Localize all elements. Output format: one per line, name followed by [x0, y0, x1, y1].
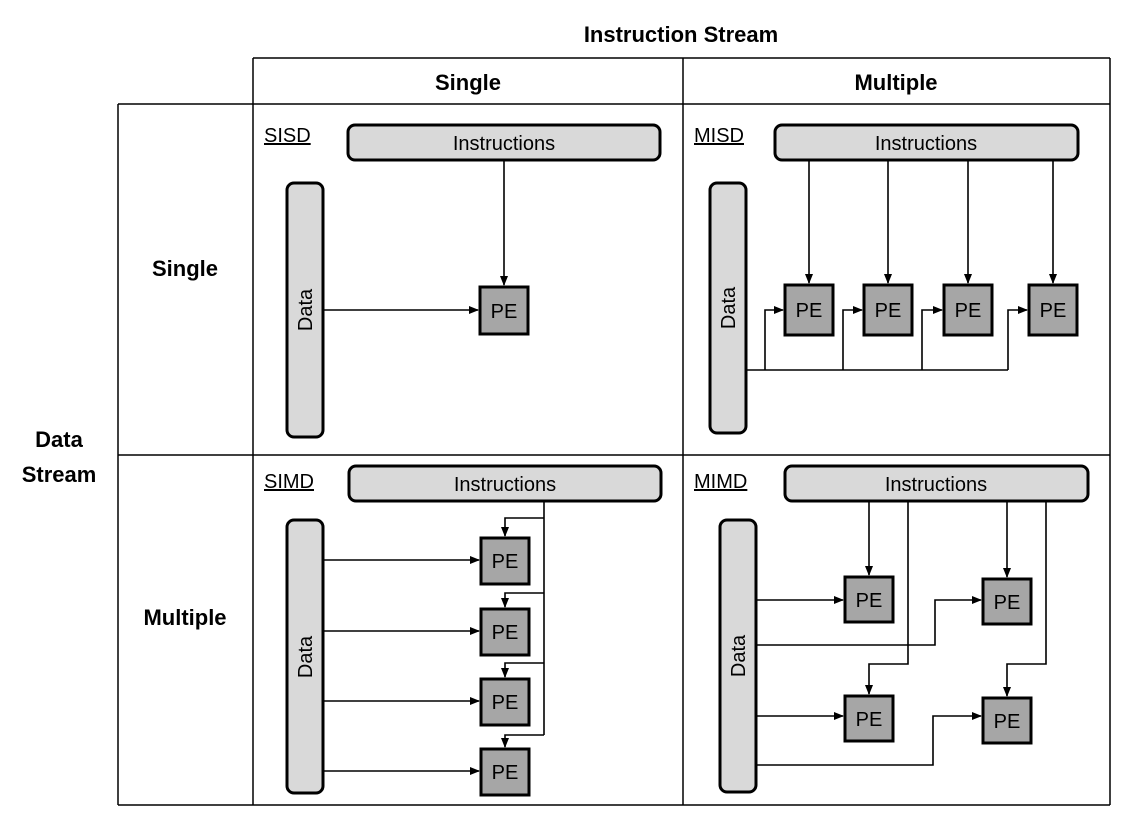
mimd-pe-2-label: PE [994, 592, 1021, 614]
mimd-pe-3 [843, 694, 895, 743]
misd-instructions-label: Instructions [875, 133, 977, 155]
mimd-pe-4 [981, 696, 1033, 745]
misd-data-arrow-1 [764, 306, 784, 370]
data-stream-title-line2: Stream [22, 462, 97, 487]
misd-data-bar [708, 181, 748, 435]
misd-pe-3 [942, 283, 994, 337]
misd-pe-4 [1027, 283, 1079, 337]
misd-pe-2 [862, 283, 914, 337]
mimd-instruction-arrow-4 [1003, 501, 1047, 697]
misd-pe-1 [783, 283, 835, 337]
mimd-pe-1-label: PE [856, 590, 883, 612]
mimd-data-arrow-2 [756, 596, 982, 646]
misd-instructions-box [773, 123, 1080, 162]
misd-data-arrow-2 [842, 306, 863, 370]
simd-data-label: Data [295, 635, 317, 678]
column-header-single: Single [435, 70, 501, 95]
sisd-pe-label: PE [491, 301, 518, 323]
simd-label: SIMD [264, 471, 314, 493]
sisd-pe [478, 285, 530, 336]
mimd-quadrant: MIMD Instructions Data PE PE PE PE [694, 464, 1090, 794]
mimd-pe-1 [843, 575, 895, 624]
simd-pe-3-label: PE [492, 692, 519, 714]
sisd-instructions-label: Instructions [453, 133, 555, 155]
mimd-pe-4-label: PE [994, 711, 1021, 733]
simd-instruction-arrow-4 [501, 734, 544, 748]
misd-label: MISD [694, 125, 744, 147]
table-grid [117, 57, 1111, 806]
simd-pe-4-label: PE [492, 762, 519, 784]
misd-pe-3-label: PE [955, 300, 982, 322]
mimd-data-bar [718, 518, 758, 794]
mimd-data-arrow-4 [756, 712, 982, 766]
sisd-quadrant: SISD Instructions Data PE [264, 123, 662, 439]
data-stream-title-line1: Data [35, 427, 83, 452]
misd-data-label: Data [718, 286, 740, 329]
simd-instruction-arrow-2 [501, 592, 544, 608]
mimd-instructions-label: Instructions [885, 474, 987, 496]
instruction-stream-title: Instruction Stream [584, 22, 778, 47]
simd-instructions-box [347, 464, 663, 503]
row-header-single: Single [152, 256, 218, 281]
mimd-pe-3-label: PE [856, 709, 883, 731]
misd-pe-1-label: PE [796, 300, 823, 322]
simd-pe-3 [479, 677, 531, 727]
misd-quadrant: MISD Instructions Data PE PE PE PE [694, 123, 1080, 435]
sisd-data-label: Data [295, 288, 317, 331]
sisd-label: SISD [264, 125, 311, 147]
simd-pe-4 [479, 747, 531, 797]
simd-instructions-label: Instructions [454, 474, 556, 496]
mimd-instructions-box [783, 464, 1090, 503]
misd-pe-4-label: PE [1040, 300, 1067, 322]
mimd-data-label: Data [728, 634, 750, 677]
simd-data-bar [285, 518, 325, 795]
mimd-instruction-arrow-3 [865, 501, 909, 695]
simd-pe-2 [479, 607, 531, 657]
simd-pe-1 [479, 536, 531, 586]
row-header-multiple: Multiple [143, 605, 226, 630]
simd-quadrant: SIMD Instructions Data PE PE PE PE [264, 464, 663, 797]
simd-instruction-arrow-3 [501, 662, 544, 678]
simd-instruction-arrow-1 [501, 517, 544, 537]
column-header-multiple: Multiple [854, 70, 937, 95]
simd-pe-1-label: PE [492, 551, 519, 573]
misd-data-arrow-3 [921, 306, 943, 370]
misd-pe-2-label: PE [875, 300, 902, 322]
mimd-pe-2 [981, 577, 1033, 626]
misd-data-arrow-4 [1007, 306, 1028, 370]
mimd-label: MIMD [694, 471, 747, 493]
simd-pe-2-label: PE [492, 622, 519, 644]
